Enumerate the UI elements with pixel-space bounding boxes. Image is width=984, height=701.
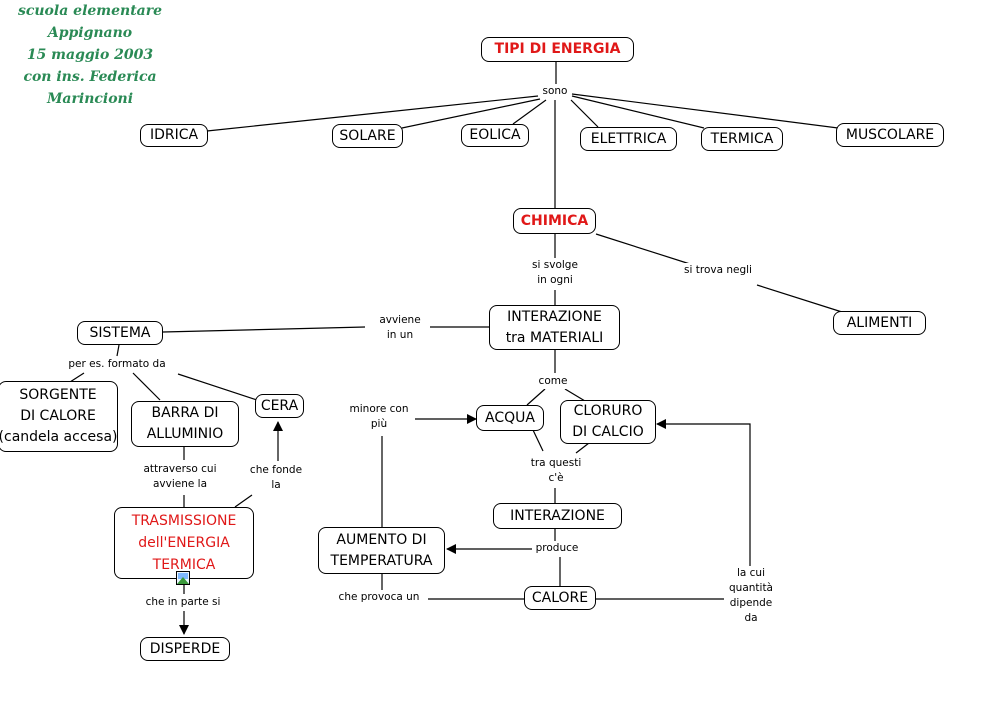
link-avviene-sistema: [162, 326, 366, 333]
link-cloruro-traquesti: [575, 442, 590, 454]
link-sono-eolica: [512, 99, 547, 125]
node-elettrica[interactable]: ELETTRICA: [580, 127, 677, 151]
node-cloruro-di-calcio[interactable]: CLORURO DI CALCIO: [560, 400, 656, 444]
node-termica[interactable]: TERMICA: [701, 127, 783, 151]
link-lacui-cloruro: [656, 419, 751, 566]
link-peres-cera: [177, 373, 258, 401]
school-header-line2: Appignano: [47, 25, 133, 41]
node-sorgente-di-calore[interactable]: SORGENTE DI CALORE (candela accesa): [0, 381, 118, 452]
node-cera[interactable]: CERA: [255, 394, 304, 418]
node-alimenti[interactable]: ALIMENTI: [833, 311, 926, 335]
link-peres-barra: [132, 372, 161, 401]
link-come-cloruro: [564, 388, 586, 402]
node-trasmissione-energia-termica[interactable]: TRASMISSIONE dell'ENERGIA TERMICA: [114, 507, 254, 579]
link-sono-termica: [571, 95, 705, 129]
link-come-acqua: [526, 388, 546, 406]
link-chimica-sitrova: [595, 233, 691, 265]
node-aumento-di-temperatura[interactable]: AUMENTO DI TEMPERATURA: [318, 527, 445, 574]
node-solare[interactable]: SOLARE: [332, 124, 403, 148]
link-peres-sorgente: [69, 372, 85, 383]
link-sono-idrica: [206, 95, 539, 132]
node-chimica[interactable]: CHIMICA: [513, 208, 596, 234]
link-sitrova-alimenti: [756, 284, 843, 313]
node-tipi-di-energia[interactable]: TIPI DI ENERGIA: [481, 37, 634, 62]
label-la-cui-quantita-dipende-da: la cui quantità dipende da: [729, 566, 773, 626]
node-muscolare[interactable]: MUSCOLARE: [836, 123, 944, 147]
label-che-fonde-la: che fonde la: [249, 463, 303, 493]
image-attachment-icon[interactable]: [176, 571, 190, 585]
node-eolica[interactable]: EOLICA: [461, 124, 529, 147]
node-idrica[interactable]: IDRICA: [140, 124, 208, 147]
node-barra-di-alluminio[interactable]: BARRA DI ALLUMINIO: [131, 401, 239, 447]
label-si-trova-negli: si trova negli: [684, 263, 752, 278]
label-che-in-parte-si: che in parte si: [145, 595, 221, 610]
node-interazione[interactable]: INTERAZIONE: [493, 503, 622, 529]
label-minore-con-piu: minore con più: [349, 402, 409, 432]
label-come: come: [538, 374, 568, 389]
school-header-line5: Marincioni: [46, 91, 134, 107]
node-acqua[interactable]: ACQUA: [476, 405, 544, 431]
label-produce: produce: [535, 541, 579, 556]
school-header-line1: scuola elementare: [17, 3, 163, 19]
node-calore[interactable]: CALORE: [524, 586, 596, 610]
school-header-line4: con ins. Federica: [23, 69, 157, 85]
node-disperde[interactable]: DISPERDE: [140, 637, 230, 661]
node-sistema[interactable]: SISTEMA: [77, 321, 163, 345]
link-sono-elettrica: [570, 99, 599, 128]
link-sono-muscolare: [571, 93, 839, 129]
label-sono: sono: [542, 84, 568, 99]
label-tra-questi: tra questi c'è: [530, 456, 582, 486]
label-per-es-formato-da: per es. formato da: [68, 357, 166, 372]
link-sistema-peres: [116, 344, 120, 357]
label-si-svolge: si svolge in ogni: [532, 258, 578, 288]
label-avviene-in-un: avviene in un: [379, 313, 421, 343]
school-header-line3: 15 maggio 2003: [26, 47, 154, 63]
label-attraverso-cui: attraverso cui avviene la: [143, 462, 217, 492]
link-acqua-traquesti: [532, 429, 544, 452]
label-che-provoca-un: che provoca un: [338, 590, 420, 605]
link-sono-solare: [401, 98, 541, 129]
node-interazione-tra-materiali[interactable]: INTERAZIONE tra MATERIALI: [489, 305, 620, 350]
link-trasm-chefonde: [234, 494, 253, 508]
